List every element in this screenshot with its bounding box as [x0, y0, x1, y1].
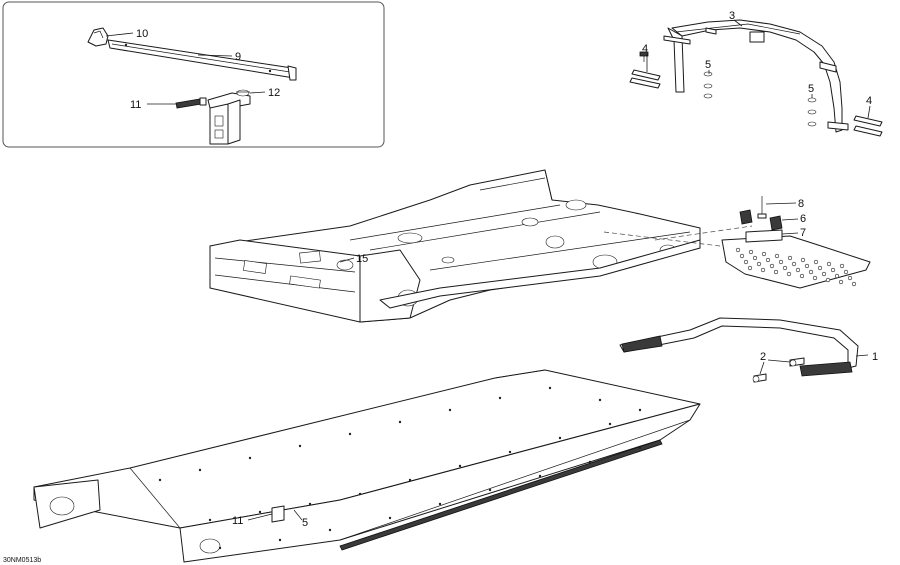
callout-9: 9	[235, 51, 241, 63]
rivet	[278, 538, 282, 542]
callout-4-right: 4	[866, 95, 872, 107]
callout-8: 8	[798, 198, 804, 210]
perforation-hole	[761, 251, 767, 257]
perforation-hole	[804, 263, 810, 269]
perforation-hole	[743, 259, 749, 265]
perforation-hole	[760, 267, 766, 273]
perforation-hole	[773, 269, 779, 275]
grab-handle-assembly: 1 2	[619, 317, 878, 383]
rivet	[608, 422, 612, 426]
callout-12: 12	[268, 87, 280, 99]
rivet	[208, 518, 212, 522]
callout-11-inset: 11	[130, 99, 141, 111]
rivet	[298, 444, 302, 448]
rivet	[488, 488, 492, 492]
chassis-frame: 15	[209, 169, 753, 323]
rivet	[218, 546, 222, 550]
perforation-hole	[825, 277, 831, 283]
rivet	[458, 464, 462, 468]
rivet	[398, 420, 402, 424]
perforation-hole	[851, 281, 857, 287]
rivet	[588, 460, 592, 464]
shield-perforations	[735, 247, 857, 287]
rivet	[558, 436, 562, 440]
rear-hoop-assembly: 3 4 5 5 4	[629, 10, 883, 137]
perforation-hole	[756, 261, 762, 267]
rivet	[388, 516, 392, 520]
rivet	[548, 386, 552, 390]
callout-4-left: 4	[642, 43, 648, 55]
perforated-heat-shield: 8 6 7	[721, 196, 871, 289]
perforation-hole	[778, 259, 784, 265]
rivet	[328, 528, 332, 532]
perforation-hole	[752, 255, 758, 261]
perforation-hole	[838, 279, 844, 285]
rivet	[308, 502, 312, 506]
perforation-hole	[765, 257, 771, 263]
rail-part-9	[107, 39, 297, 81]
mount-bracket-part-12	[207, 89, 251, 145]
perforation-hole	[800, 257, 806, 263]
callout-5-right: 5	[808, 83, 814, 95]
rivet	[638, 446, 642, 450]
rivet	[248, 456, 252, 460]
fasteners-right	[807, 97, 883, 137]
callout-5-panel: 5	[302, 517, 308, 529]
bolt-part-11-inset	[175, 97, 207, 109]
perforation-hole	[795, 267, 801, 273]
rivet	[448, 408, 452, 412]
perforation-hole	[847, 275, 853, 281]
rivet	[538, 474, 542, 478]
callout-15: 15	[356, 253, 368, 265]
rivet	[438, 502, 442, 506]
perforation-hole	[786, 271, 792, 277]
callout-2: 2	[760, 351, 766, 363]
perforation-hole	[735, 247, 741, 253]
perforation-hole	[799, 273, 805, 279]
perforation-hole	[791, 261, 797, 267]
perforation-hole	[774, 253, 780, 259]
rivet	[498, 396, 502, 400]
callout-7: 7	[800, 227, 806, 239]
callout-1: 1	[872, 351, 878, 363]
tunnel-panel: 11 5	[33, 369, 701, 563]
callout-3: 3	[729, 10, 735, 22]
perforation-hole	[817, 265, 823, 271]
fasteners-left	[629, 51, 713, 99]
callout-10: 10	[136, 28, 148, 40]
rivet	[598, 398, 602, 402]
perforation-hole	[813, 259, 819, 265]
perforation-hole	[812, 275, 818, 281]
perforation-hole	[769, 263, 775, 269]
rivet	[258, 510, 262, 514]
perforation-hole	[834, 273, 840, 279]
callout-11-panel: 11	[232, 515, 243, 527]
perforation-hole	[821, 271, 827, 277]
rivet	[198, 468, 202, 472]
perforation-hole	[782, 265, 788, 271]
rivet	[638, 408, 642, 412]
panel-rivets	[158, 386, 642, 550]
perforation-hole	[808, 269, 814, 275]
perforation-hole	[830, 267, 836, 273]
drawing-reference: 30NM0513b	[3, 557, 41, 564]
perforation-hole	[747, 265, 753, 271]
perforation-hole	[839, 263, 845, 269]
rivet	[348, 432, 352, 436]
rivet	[158, 478, 162, 482]
rivet	[358, 492, 362, 496]
rivet	[408, 478, 412, 482]
perforation-hole	[739, 253, 745, 259]
perforation-hole	[843, 269, 849, 275]
perforation-hole	[748, 249, 754, 255]
rivet	[508, 450, 512, 454]
callout-6: 6	[800, 213, 806, 225]
perforation-hole	[826, 261, 832, 267]
callout-5-left: 5	[705, 59, 711, 71]
detail-inset: 10 9 11 12	[2, 1, 385, 148]
perforation-hole	[787, 255, 793, 261]
